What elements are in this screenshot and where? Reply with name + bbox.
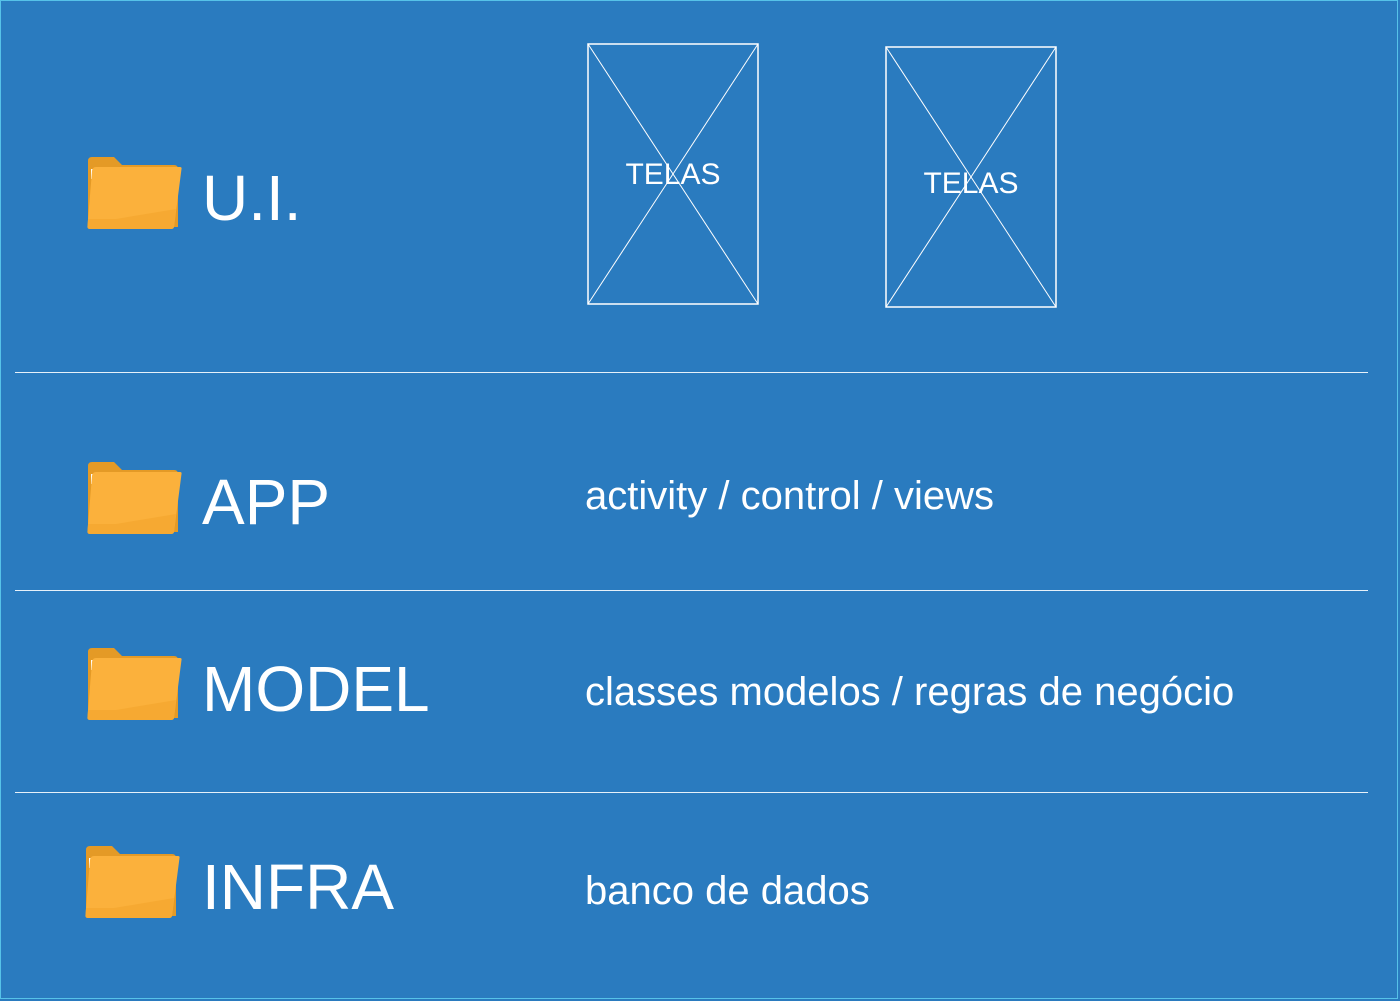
placeholder-cross-icon [587, 43, 759, 305]
layer-description: activity / control / views [585, 474, 995, 518]
layer-label: MODEL [202, 653, 430, 725]
layer-description: classes modelos / regras de negócio [585, 670, 1235, 714]
divider [15, 792, 1368, 793]
layer-label: U.I. [202, 162, 302, 234]
divider [15, 590, 1368, 591]
layer-infra: INFRA banco de dados [0, 793, 1400, 999]
screen-wireframe: TELAS [587, 43, 759, 305]
layer-ui: U.I. TELAS TELAS [0, 0, 1400, 372]
layer-label: APP [202, 466, 331, 538]
layer-label: INFRA [202, 851, 394, 923]
placeholder-cross-icon [885, 46, 1057, 308]
folder-icon [87, 648, 182, 720]
layer-app: APP activity / control / views [0, 373, 1400, 590]
screen-wireframe: TELAS [885, 46, 1057, 308]
folder-icon [87, 462, 182, 534]
screen-label: TELAS [625, 158, 721, 191]
layer-model: MODEL classes modelos / regras de negóci… [0, 591, 1400, 792]
screen-label: TELAS [923, 167, 1019, 200]
folder-icon [87, 157, 182, 229]
divider [15, 372, 1368, 373]
layer-description: banco de dados [585, 869, 870, 913]
folder-icon [85, 846, 180, 918]
